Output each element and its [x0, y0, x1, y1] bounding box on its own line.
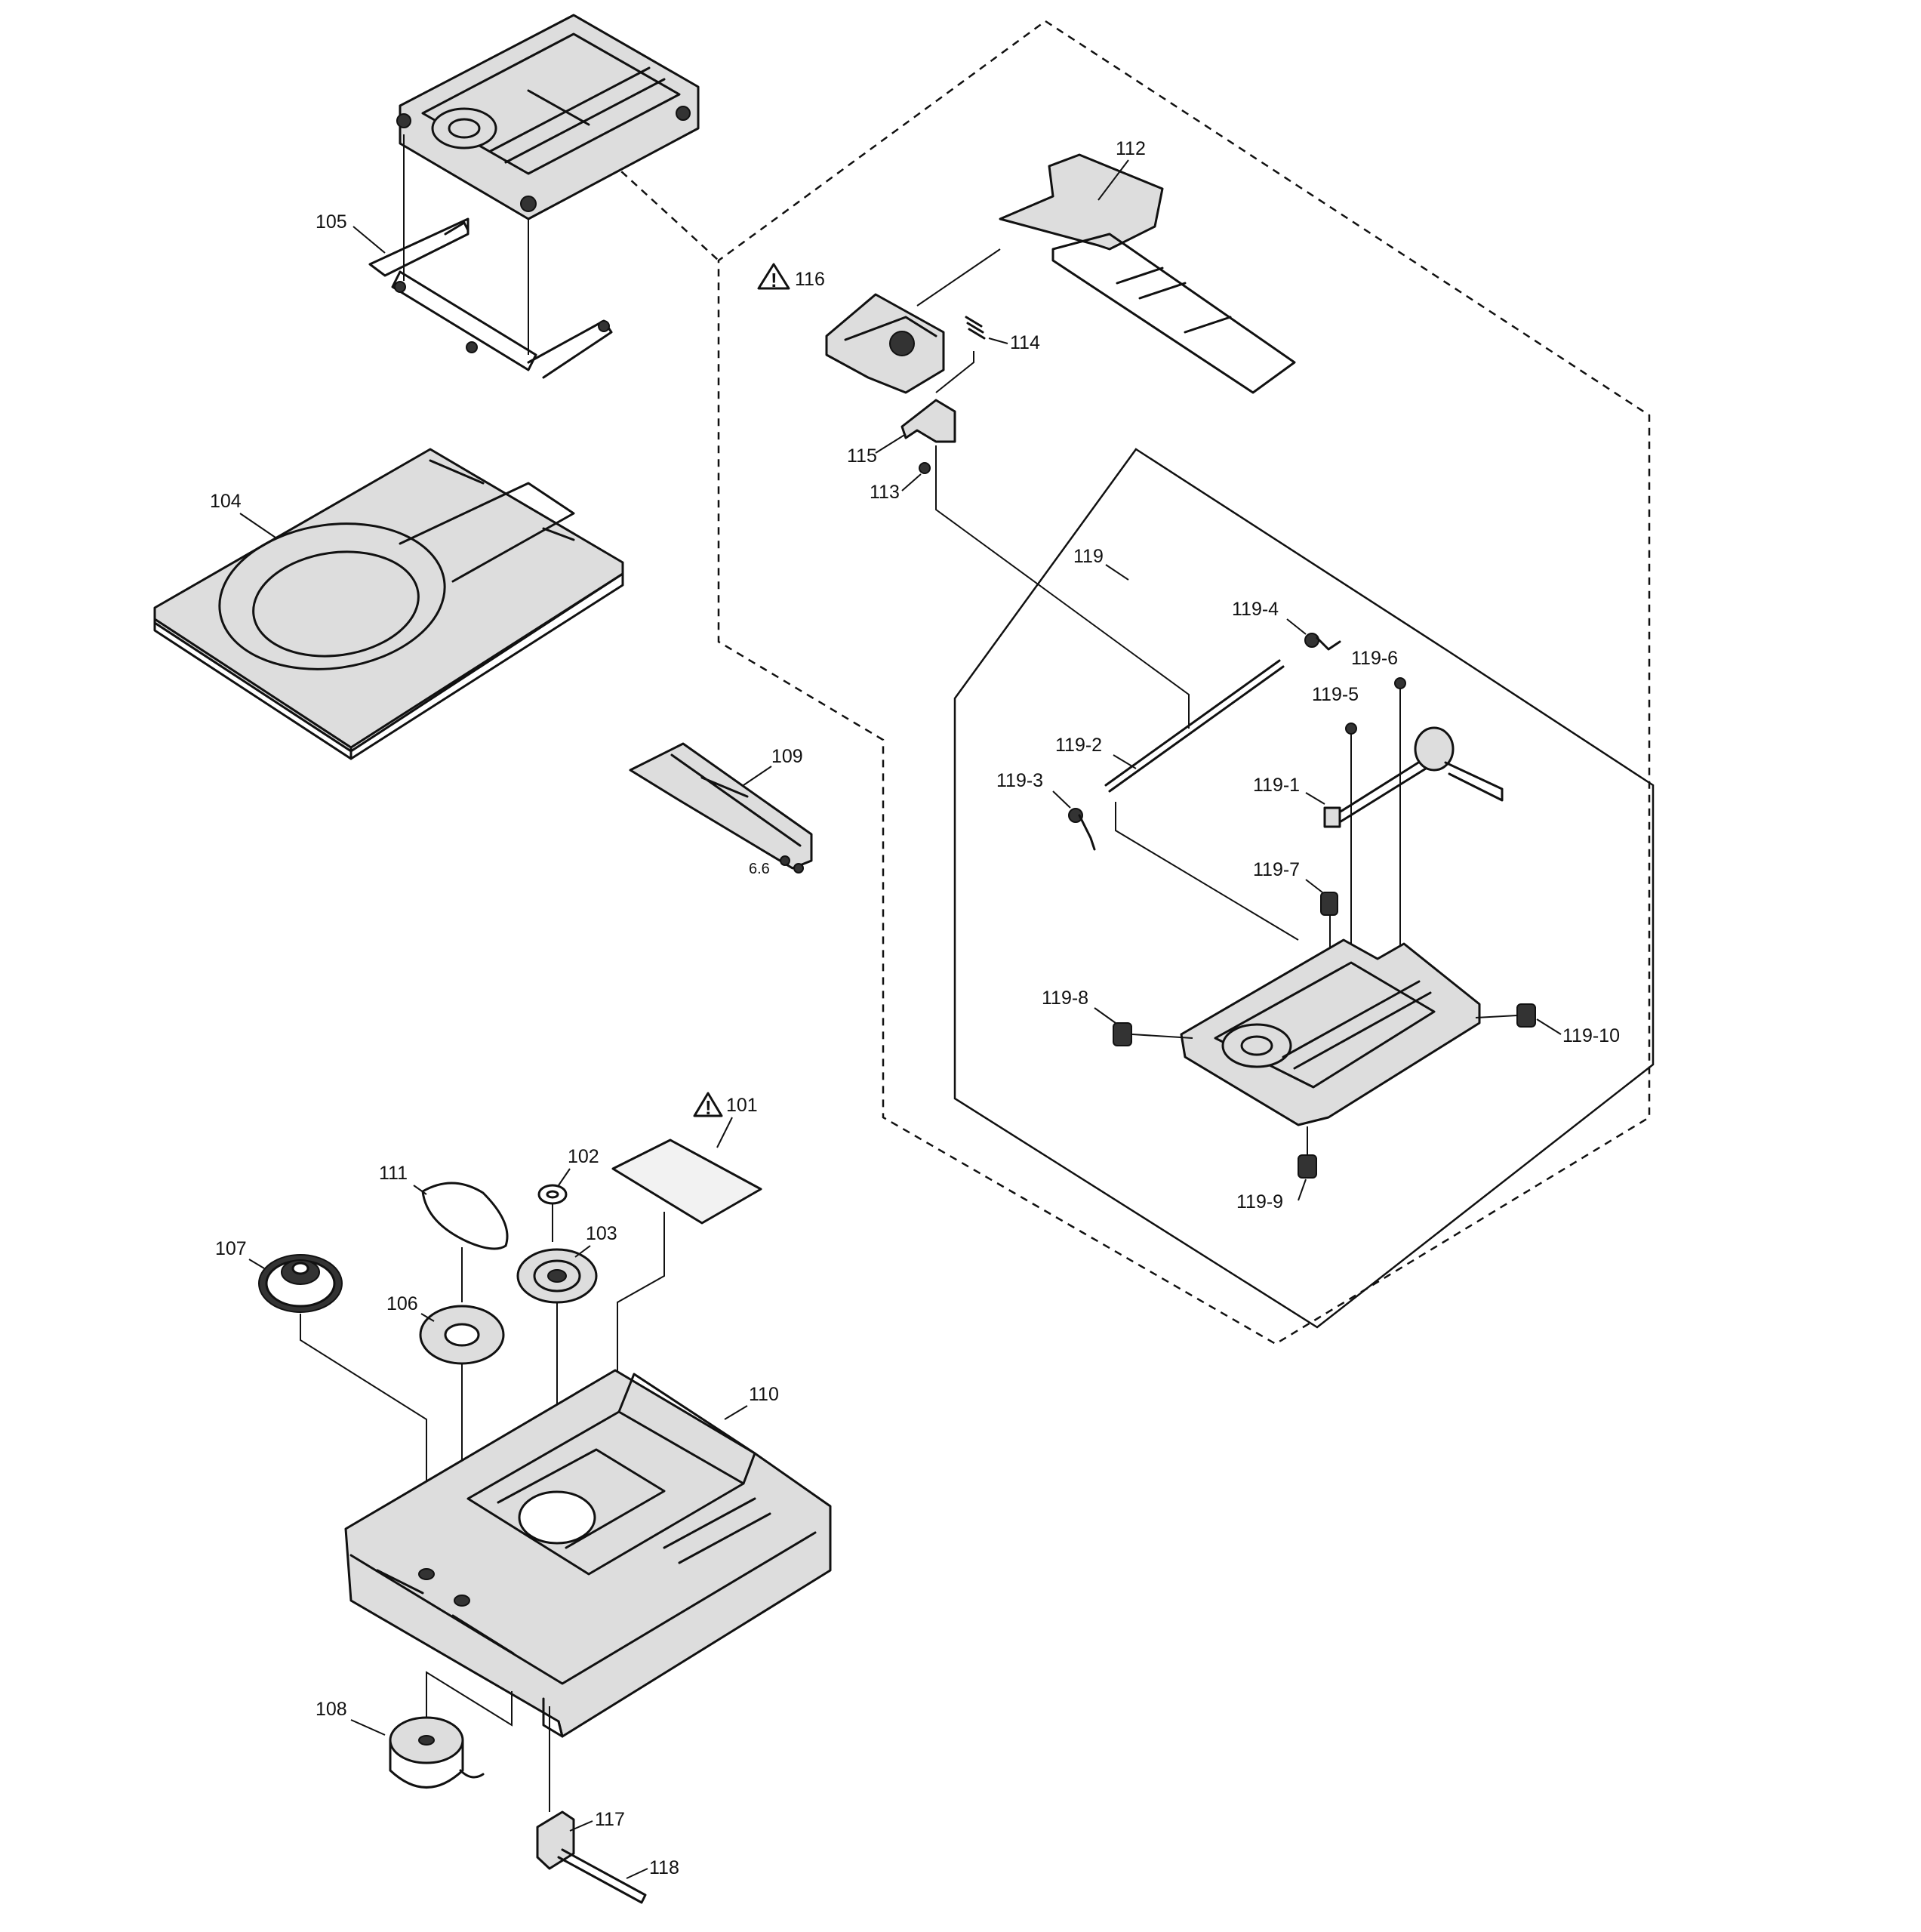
- label-119-2: 119-2: [1055, 735, 1102, 756]
- gear-107: [258, 1254, 343, 1313]
- label-101: 101: [726, 1095, 758, 1116]
- label-107: 107: [215, 1238, 247, 1259]
- label-116: 116: [795, 269, 825, 290]
- label-115: 115: [847, 445, 877, 467]
- label-118: 118: [649, 1857, 679, 1878]
- label-119-8: 119-8: [1042, 988, 1088, 1009]
- label-119-9: 119-9: [1236, 1191, 1283, 1213]
- label-119-4: 119-4: [1232, 599, 1279, 620]
- pulley-106: [419, 1305, 505, 1365]
- label-109: 109: [771, 746, 803, 767]
- pickup-116: [825, 293, 945, 394]
- motor-108: [389, 1716, 485, 1789]
- label-119-10: 119-10: [1562, 1025, 1620, 1046]
- label-114: 114: [1010, 332, 1040, 353]
- label-110: 110: [749, 1384, 779, 1405]
- dashed-link-line: [611, 162, 719, 261]
- switch-117: [536, 1810, 575, 1870]
- spring-119-3: [1068, 808, 1096, 851]
- mechanism-frame-105: [368, 134, 613, 379]
- label-108: 108: [316, 1699, 347, 1720]
- sheet-101: [611, 1139, 762, 1225]
- guide-shaft-119-2: [1104, 659, 1285, 793]
- screw-119-5: [1345, 723, 1357, 735]
- label-112: 112: [1116, 138, 1146, 159]
- traverse-base-119: [1180, 938, 1481, 1126]
- flex-cable-112: [999, 153, 1296, 394]
- part-109: [629, 742, 813, 874]
- sled-motor-119-1: [1323, 726, 1504, 828]
- part-115: [900, 351, 974, 443]
- damper-119-9: [1298, 1154, 1317, 1179]
- subassembly-119-frame: [953, 448, 1655, 1329]
- disc-tray-104: [153, 448, 624, 760]
- label-113: 113: [870, 482, 900, 503]
- label-119: 119: [1073, 546, 1104, 567]
- svg-text:!: !: [705, 1096, 712, 1119]
- label-111: 111: [379, 1163, 408, 1184]
- spring-119-4: [1304, 633, 1341, 651]
- dashed-assembly-boundary: [717, 20, 1651, 1345]
- spring-114: [965, 316, 986, 340]
- svg-text:!: !: [771, 269, 777, 291]
- label-119-7: 119-7: [1253, 859, 1300, 880]
- damper-119-7: [1320, 892, 1338, 916]
- cable-118: [557, 1848, 647, 1904]
- warning-triangle-icon: !: [757, 263, 790, 291]
- damper-119-10: [1516, 1003, 1536, 1028]
- screw-113: [919, 462, 931, 474]
- label-105: 105: [316, 211, 347, 233]
- main-chassis-110: [344, 1369, 832, 1738]
- warning-triangle-icon: !: [693, 1092, 723, 1119]
- label-102: 102: [568, 1146, 599, 1167]
- washer-102: [537, 1184, 568, 1205]
- belt-111: [421, 1182, 509, 1250]
- label-119-5: 119-5: [1312, 684, 1359, 705]
- label-119-6: 119-6: [1351, 648, 1398, 669]
- mechanism-unit-top: [396, 14, 700, 220]
- label-117: 117: [595, 1809, 625, 1830]
- label-119-3: 119-3: [996, 770, 1043, 791]
- damper-119-8: [1113, 1022, 1132, 1046]
- label-106: 106: [386, 1293, 418, 1314]
- pulley-103: [516, 1248, 598, 1304]
- label-104: 104: [210, 491, 242, 512]
- label-103: 103: [586, 1223, 617, 1244]
- label-109-sub: 6.6: [749, 861, 770, 877]
- label-119-1: 119-1: [1253, 775, 1300, 796]
- screw-119-6: [1394, 677, 1406, 689]
